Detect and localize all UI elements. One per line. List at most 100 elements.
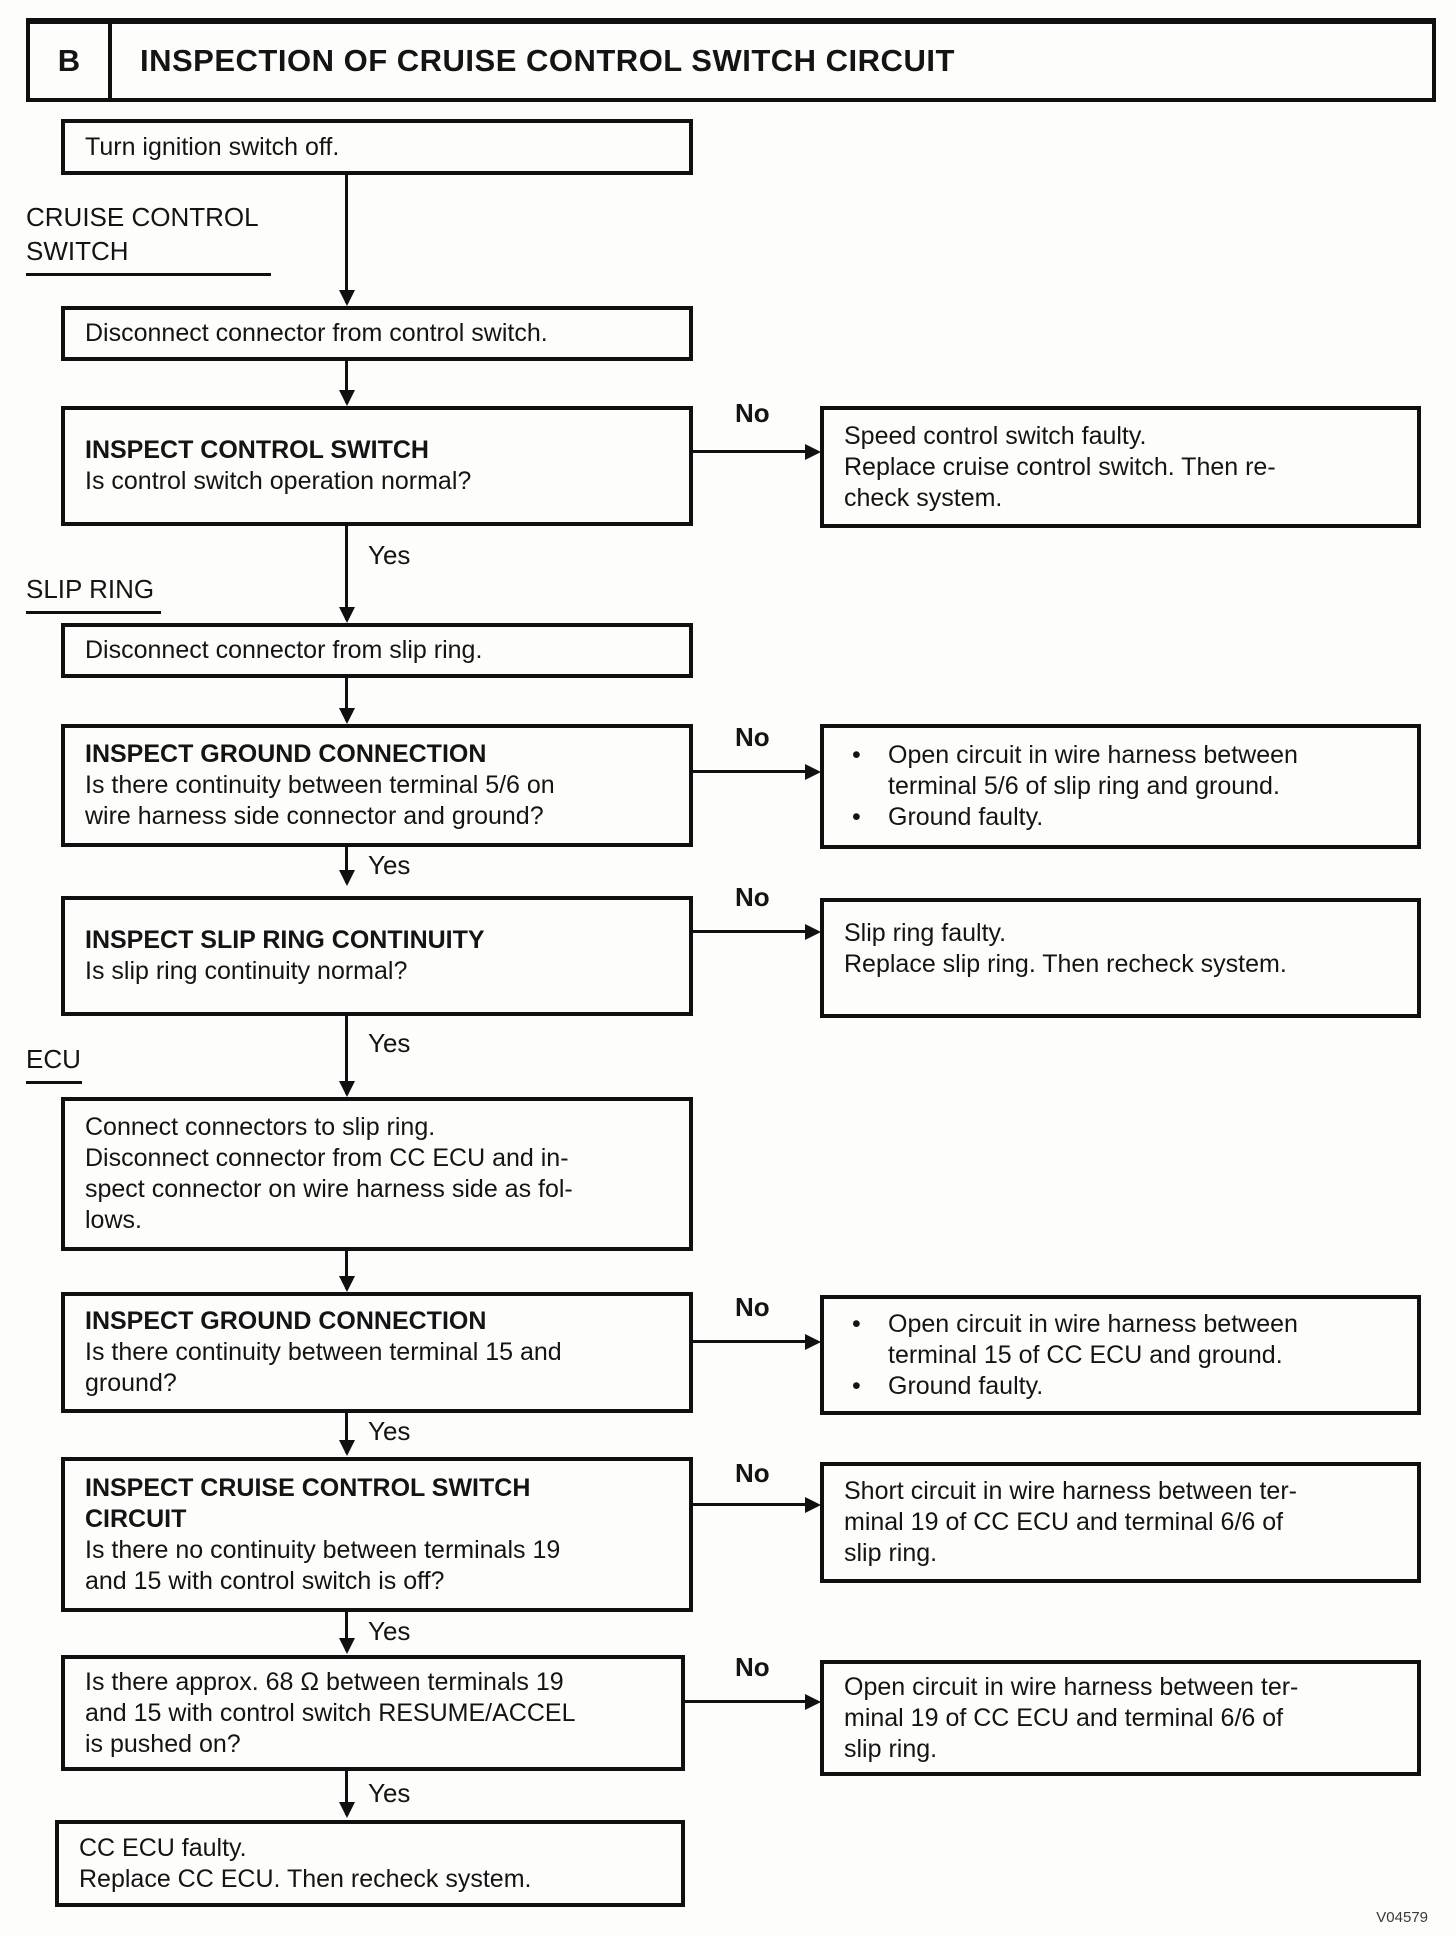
step-title: INSPECT SLIP RING CONTINUITY (85, 926, 485, 954)
result-open-circuit-19: Open circuit in wire harness between ter… (820, 1660, 1421, 1776)
arrow-down-icon (339, 1276, 355, 1292)
bullet-icon: • (852, 1309, 861, 1338)
step-title: INSPECT GROUND CONNECTION (85, 740, 487, 768)
step-inspect-ground-ecu: INSPECT GROUND CONNECTION Is there conti… (61, 1292, 693, 1413)
arrow-line (693, 930, 807, 933)
step-disconnect-control-switch: Disconnect connector from control switch… (61, 306, 693, 361)
arrow-line (693, 770, 807, 773)
arrow-down-icon (339, 390, 355, 406)
step-inspect-ground-slip: INSPECT GROUND CONNECTION Is there conti… (61, 724, 693, 847)
step-text: Turn ignition switch off. (85, 132, 340, 161)
section-label-slip-ring: SLIP RING (26, 572, 161, 614)
arrow-line (345, 1771, 348, 1815)
arrow-down-icon (339, 708, 355, 724)
result-slip-ring-faulty: Slip ring faulty. Replace slip ring. The… (820, 898, 1421, 1018)
arrow-right-icon (805, 1694, 821, 1710)
arrow-line (685, 1700, 807, 1703)
arrow-down-icon (339, 290, 355, 306)
no-label: No (735, 1652, 770, 1682)
result-text: Open circuit in wire harness between ter… (844, 1672, 1299, 1763)
arrow-down-icon (339, 1638, 355, 1654)
result-text: Speed control switch faulty. Replace cru… (844, 421, 1276, 512)
step-disconnect-slip-ring: Disconnect connector from slip ring. (61, 623, 693, 678)
arrow-line (345, 175, 348, 303)
bullet-item: • Open circuit in wire harness between t… (844, 1309, 1403, 1371)
section-label-cruise-control-switch: CRUISE CONTROL SWITCH (26, 200, 271, 276)
arrow-down-icon (339, 1440, 355, 1456)
bullet-item: • Ground faulty. (844, 1371, 1403, 1402)
step-text: Disconnect connector from control switch… (85, 319, 548, 347)
no-label: No (735, 1292, 770, 1322)
arrow-line (345, 361, 348, 403)
arrow-down-icon (339, 870, 355, 886)
bullet-icon: • (852, 1371, 861, 1400)
yes-label: Yes (368, 1616, 411, 1646)
no-label: No (735, 398, 770, 428)
arrow-line (345, 847, 348, 883)
yes-label: Yes (368, 540, 411, 570)
step-text: Is there approx. 68 Ω between terminals … (85, 1667, 576, 1758)
step-title: INSPECT GROUND CONNECTION (85, 1307, 487, 1335)
step-text: Disconnect connector from slip ring. (85, 636, 483, 664)
step-turn-ignition: Turn ignition switch off. (61, 119, 693, 175)
step-question: Is control switch operation normal? (85, 467, 472, 495)
step-title: INSPECT CRUISE CONTROL SWITCH CIRCUIT (85, 1473, 531, 1533)
arrow-down-icon (339, 607, 355, 623)
step-question: Is there continuity between terminal 15 … (85, 1338, 562, 1397)
arrow-line (345, 526, 348, 620)
arrow-down-icon (339, 1081, 355, 1097)
yes-label: Yes (368, 850, 411, 880)
result-open-circuit-ecu-ground: • Open circuit in wire harness between t… (820, 1295, 1421, 1415)
section-label-ecu: ECU (26, 1042, 82, 1084)
step-title: INSPECT CONTROL SWITCH (85, 436, 429, 464)
arrow-right-icon (805, 1334, 821, 1350)
bullet-text: Open circuit in wire harness between ter… (888, 1309, 1298, 1369)
arrow-line (345, 678, 348, 721)
arrow-right-icon (805, 444, 821, 460)
no-label: No (735, 722, 770, 752)
result-short-circuit-19: Short circuit in wire harness between te… (820, 1462, 1421, 1583)
arrow-right-icon (805, 764, 821, 780)
bullet-text: Ground faulty. (888, 803, 1044, 831)
yes-label: Yes (368, 1416, 411, 1446)
step-connect-connectors: Connect connectors to slip ring. Disconn… (61, 1097, 693, 1251)
arrow-line (345, 1016, 348, 1094)
page-title: INSPECTION OF CRUISE CONTROL SWITCH CIRC… (140, 43, 955, 78)
arrow-right-icon (805, 924, 821, 940)
step-question: Is slip ring continuity normal? (85, 957, 408, 985)
step-inspect-slip-continuity: INSPECT SLIP RING CONTINUITY Is slip rin… (61, 896, 693, 1016)
arrow-line (693, 450, 807, 453)
figure-code: V04579 (1376, 1909, 1428, 1926)
arrow-line (693, 1503, 807, 1506)
bullet-text: Ground faulty. (888, 1371, 1044, 1400)
step-text: Connect connectors to slip ring. Disconn… (85, 1113, 573, 1234)
arrow-down-icon (339, 1802, 355, 1818)
page-header: B INSPECTION OF CRUISE CONTROL SWITCH CI… (26, 18, 1436, 102)
bullet-item: • Ground faulty. (844, 802, 1403, 833)
bullet-text: Open circuit in wire harness between ter… (888, 741, 1298, 800)
arrow-line (345, 1251, 348, 1289)
no-label: No (735, 1458, 770, 1488)
bullet-item: • Open circuit in wire harness between t… (844, 740, 1403, 802)
bullet-icon: • (852, 741, 861, 769)
result-text: Slip ring faulty. Replace slip ring. The… (844, 919, 1287, 978)
step-inspect-cc-switch-circuit: INSPECT CRUISE CONTROL SWITCH CIRCUIT Is… (61, 1457, 693, 1612)
step-cc-ecu-faulty: CC ECU faulty. Replace CC ECU. Then rech… (55, 1820, 685, 1907)
result-text: Short circuit in wire harness between te… (844, 1477, 1297, 1567)
arrow-line (693, 1340, 807, 1343)
step-inspect-control-switch: INSPECT CONTROL SWITCH Is control switch… (61, 406, 693, 526)
step-question: Is there no continuity between terminals… (85, 1535, 561, 1595)
yes-label: Yes (368, 1028, 411, 1058)
arrow-line (345, 1413, 348, 1453)
no-label: No (735, 882, 770, 912)
result-speed-control-faulty: Speed control switch faulty. Replace cru… (820, 406, 1421, 528)
step-question: Is there continuity between terminal 5/6… (85, 771, 555, 830)
step-check-resistance: Is there approx. 68 Ω between terminals … (61, 1655, 685, 1771)
section-letter: B (30, 24, 112, 98)
arrow-right-icon (805, 1497, 821, 1513)
result-open-circuit-slip: • Open circuit in wire harness between t… (820, 724, 1421, 849)
step-text: CC ECU faulty. Replace CC ECU. Then rech… (79, 1833, 532, 1893)
bullet-icon: • (852, 803, 861, 831)
arrow-line (345, 1612, 348, 1651)
